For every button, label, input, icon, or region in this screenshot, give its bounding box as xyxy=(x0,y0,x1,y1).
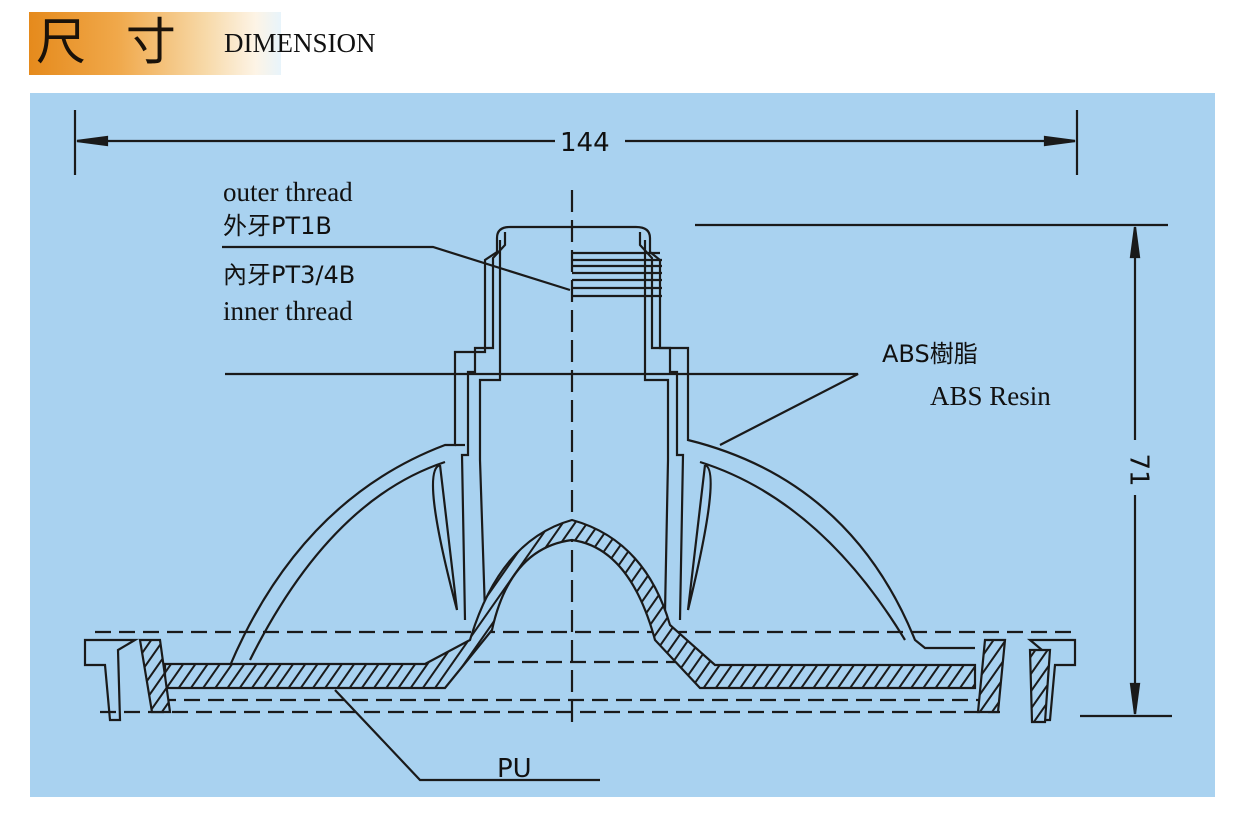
width-dimension-label: 144 xyxy=(560,128,610,158)
inner-thread-label-en: inner thread xyxy=(223,296,353,326)
header-title-cn: 尺 寸 xyxy=(36,13,188,71)
body-outline xyxy=(227,225,975,669)
abs-label-cn: ABS樹脂 xyxy=(882,340,978,368)
width-dimension-line xyxy=(73,110,1079,175)
inner-thread xyxy=(572,251,662,298)
outer-thread-label-cn: 外牙PT1B xyxy=(223,212,332,240)
outer-thread-label-en: outer thread xyxy=(223,177,353,207)
height-dimension-line xyxy=(695,223,1172,718)
height-dimension-label: 71 xyxy=(1123,453,1154,487)
pu-membrane xyxy=(163,518,977,690)
abs-label-en: ABS Resin xyxy=(930,381,1051,411)
inner-thread-label-cn: 內牙PT3/4B xyxy=(223,261,356,289)
header-title-en: DIMENSION xyxy=(224,28,376,58)
pu-label: PU xyxy=(497,754,532,784)
pu-leader xyxy=(334,689,600,782)
abs-leader xyxy=(225,372,859,446)
header-banner xyxy=(29,12,281,75)
thread-leader xyxy=(222,245,571,292)
